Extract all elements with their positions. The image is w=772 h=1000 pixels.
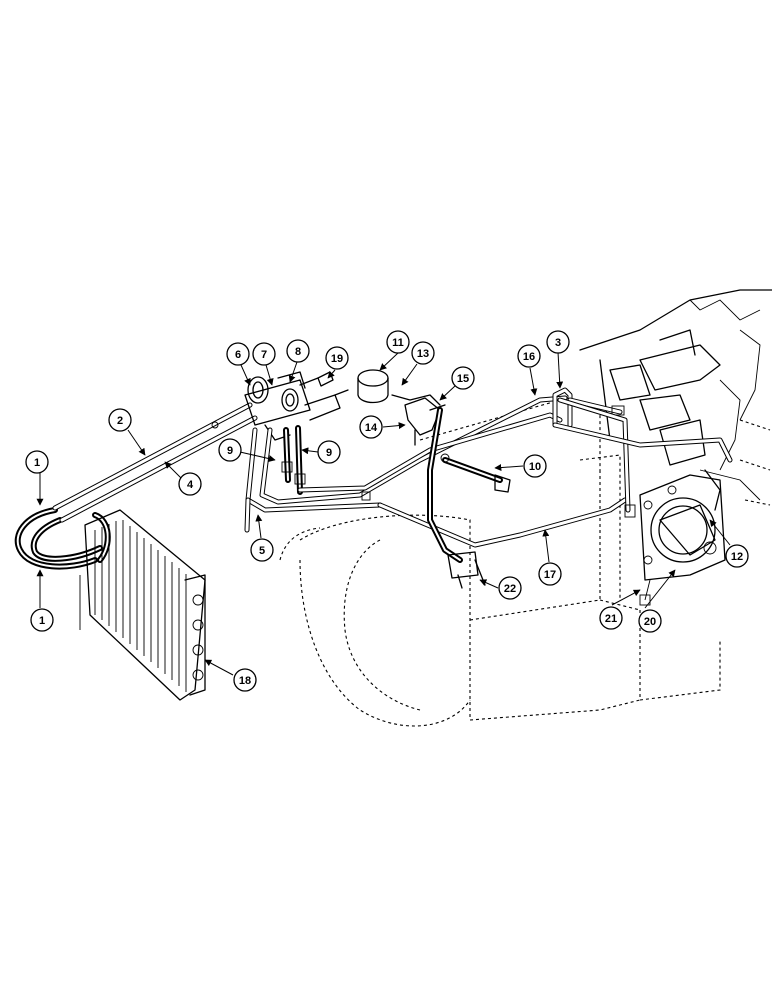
callout-14: 14 (359, 415, 383, 439)
callout-13: 13 (411, 341, 435, 365)
reservoir (357, 369, 446, 446)
cooler-tubes (52, 402, 258, 523)
svg-text:5: 5 (259, 545, 265, 557)
callout-leaders (36, 351, 731, 676)
callout-3: 3 (546, 330, 570, 354)
svg-text:12: 12 (731, 551, 743, 563)
callout-12: 12 (725, 544, 749, 568)
svg-text:8: 8 (295, 346, 301, 358)
callout-19: 19 (325, 346, 349, 370)
svg-text:16: 16 (523, 351, 535, 363)
callout-21: 21 (599, 606, 623, 630)
callout-10: 10 (523, 454, 547, 478)
svg-text:21: 21 (605, 613, 617, 625)
svg-text:3: 3 (555, 337, 561, 349)
callout-5: 5 (250, 538, 274, 562)
pipe-bundle (244, 395, 628, 548)
svg-text:14: 14 (365, 422, 378, 434)
svg-text:15: 15 (457, 373, 469, 385)
callout-20: 20 (638, 609, 662, 633)
svg-text:9: 9 (227, 445, 233, 457)
valve-hoses (281, 425, 306, 495)
callout-8: 8 (286, 339, 310, 363)
callout-17: 17 (538, 562, 562, 586)
callout-22: 22 (498, 576, 522, 600)
callout-2: 2 (108, 408, 132, 432)
svg-text:22: 22 (504, 583, 516, 595)
svg-text:10: 10 (529, 461, 541, 473)
svg-text:6: 6 (235, 349, 241, 361)
oil-cooler (79, 509, 206, 701)
callout-7: 7 (252, 342, 276, 366)
svg-text:2: 2 (117, 415, 123, 427)
svg-text:20: 20 (644, 616, 656, 628)
callout-1-bottom: 1 (30, 608, 54, 632)
svg-text:11: 11 (392, 337, 404, 349)
callout-4: 4 (178, 472, 202, 496)
transmission-housing (279, 399, 721, 727)
valve-block (244, 371, 349, 441)
svg-text:19: 19 (331, 353, 343, 365)
engine-casting (579, 289, 772, 506)
callout-1-top: 1 (25, 450, 49, 474)
svg-text:9: 9 (326, 447, 332, 459)
callouts: 1 1 2 3 4 5 6 7 8 9 9 10 11 12 13 14 15 … (25, 330, 749, 692)
hose-10 (440, 453, 511, 493)
svg-text:1: 1 (34, 457, 40, 469)
svg-text:4: 4 (187, 479, 194, 491)
callout-11: 11 (386, 330, 410, 354)
hose-15 (427, 407, 486, 589)
svg-text:17: 17 (544, 569, 556, 581)
svg-text:18: 18 (239, 675, 251, 687)
callout-18: 18 (233, 668, 257, 692)
svg-text:1: 1 (39, 615, 45, 627)
callout-9-right: 9 (317, 440, 341, 464)
callout-16: 16 (517, 344, 541, 368)
pump-pressure-pipe (552, 387, 733, 518)
callout-9-left: 9 (218, 438, 242, 462)
svg-text:13: 13 (417, 348, 429, 360)
cooler-hose (14, 507, 111, 570)
callout-15: 15 (451, 366, 475, 390)
callout-6: 6 (226, 342, 250, 366)
hydraulic-pump (639, 469, 726, 606)
svg-text:7: 7 (261, 349, 267, 361)
